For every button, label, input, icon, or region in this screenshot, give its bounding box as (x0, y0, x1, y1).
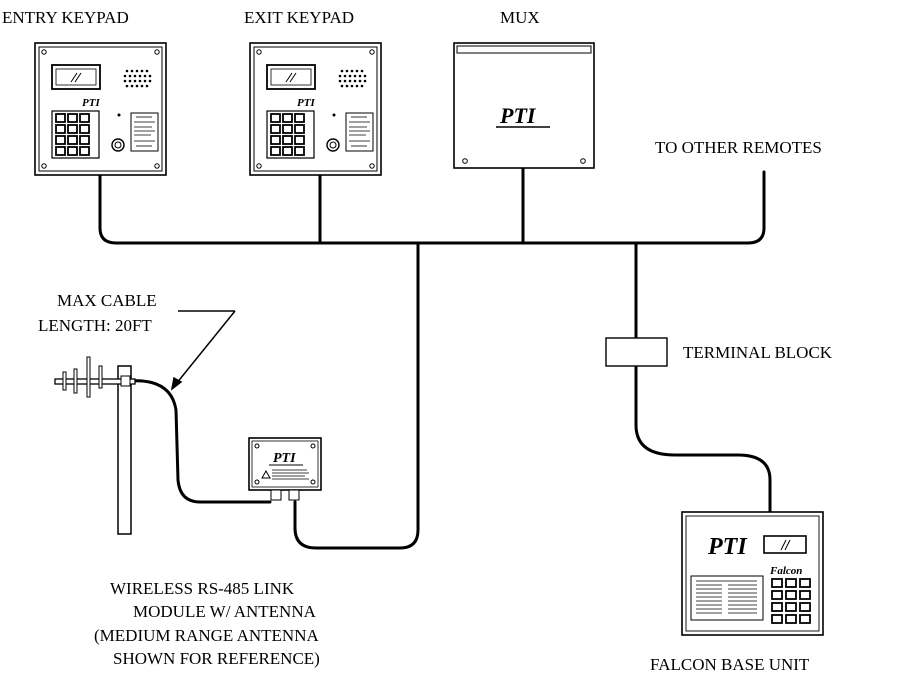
entry-pti-logo: PTI (82, 97, 100, 109)
rs485-bus-wiring (98, 166, 772, 550)
mux-label: MUX (500, 8, 540, 27)
exit-keypad-device: PTI (249, 42, 382, 176)
to-other-remotes-label: TO OTHER REMOTES (655, 138, 822, 157)
mux-pti-logo: PTI (499, 103, 537, 128)
module-connector-right (288, 489, 300, 501)
wireless-module-label-line1: WIRELESS RS-485 LINK (110, 579, 295, 598)
terminal-block (605, 337, 668, 367)
max-cable-label-line2: LENGTH: 20FT (38, 316, 152, 335)
antenna-cable (127, 379, 272, 504)
yagi-antenna-icon (54, 356, 136, 535)
entry-keypad-device: PTI (34, 42, 167, 176)
base-unit-cable (634, 364, 772, 514)
falcon-keypad-buttons (771, 578, 811, 624)
entry-keypad-label: ENTRY KEYPAD (2, 8, 129, 27)
entry-display-window (51, 64, 101, 90)
exit-instruction-card (345, 112, 374, 152)
module-pti-logo: PTI (273, 451, 296, 466)
main-bus-line (98, 170, 766, 245)
exit-pti-logo: PTI (297, 97, 315, 109)
falcon-display-window (763, 535, 807, 554)
exit-key-cylinder-icon (326, 138, 340, 152)
terminal-block-label: TERMINAL BLOCK (683, 343, 833, 362)
wireless-module-label-line2: MODULE W/ ANTENNA (133, 602, 317, 621)
exit-display-window (266, 64, 316, 90)
exit-keypad-label: EXIT KEYPAD (244, 8, 354, 27)
module-warning-icon (261, 469, 271, 479)
module-connector-left (270, 489, 282, 501)
falcon-instruction-panel (690, 575, 764, 621)
wireless-rs485-module: PTI (248, 437, 322, 501)
entry-key-cylinder-icon (111, 138, 125, 152)
falcon-base-unit-label: FALCON BASE UNIT (650, 655, 810, 674)
falcon-base-unit: PTI Falcon (681, 511, 824, 636)
wireless-module-label-line3: (MEDIUM RANGE ANTENNA (94, 626, 319, 645)
max-cable-leader (170, 310, 236, 391)
entry-instruction-card (130, 112, 159, 152)
falcon-pti-logo: PTI (707, 534, 748, 560)
exit-speaker-grille-icon (338, 69, 367, 88)
falcon-model-name: Falcon (769, 565, 802, 577)
wireless-module-label-line4: SHOWN FOR REFERENCE) (113, 649, 320, 668)
mux-enclosure: PTI (453, 42, 595, 169)
max-cable-label-line1: MAX CABLE (57, 291, 157, 310)
entry-speaker-grille-icon (123, 69, 152, 88)
wireless-module-cable (293, 241, 420, 550)
